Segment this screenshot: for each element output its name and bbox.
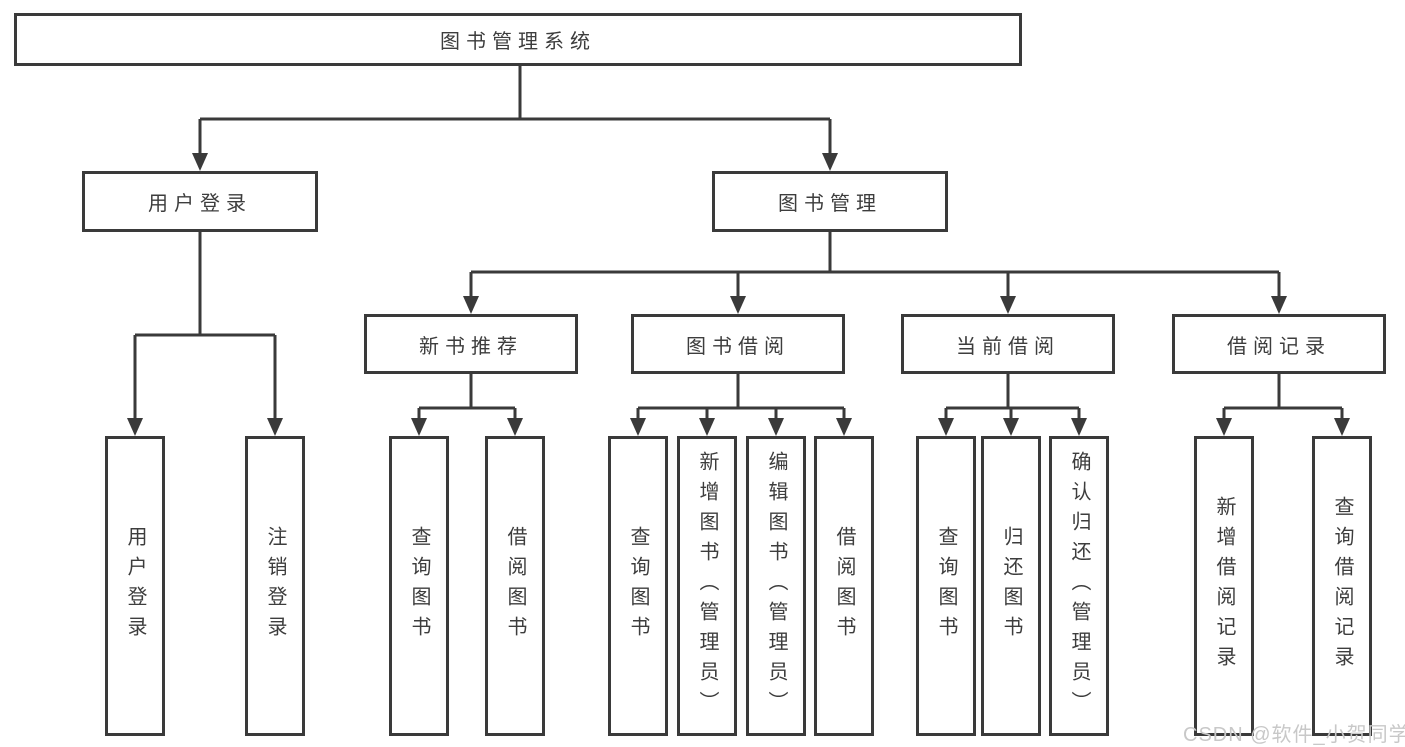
- csdn-watermark: CSDN @软件_小贺同学: [1183, 724, 1405, 746]
- arrow-down-icon: [699, 418, 715, 436]
- arrow-down-icon: [730, 296, 746, 314]
- connector-root-to-level1: [192, 66, 838, 171]
- leaf-query-books-borrowing-label: 查询图书: [627, 526, 649, 646]
- leaf-edit-book-admin: 编辑图书（管理员）: [746, 436, 806, 736]
- leaf-query-books-current: 查询图书: [916, 436, 976, 736]
- arrow-down-icon: [127, 418, 143, 436]
- leaf-user-login: 用户登录: [105, 436, 165, 736]
- leaf-borrow-books-borrowing: 借阅图书: [814, 436, 874, 736]
- arrow-down-icon: [1071, 418, 1087, 436]
- arrow-down-icon: [938, 418, 954, 436]
- connector-borrowing-to-leaves: [630, 374, 852, 436]
- arrow-down-icon: [1000, 296, 1016, 314]
- leaf-logout: 注销登录: [245, 436, 305, 736]
- leaf-add-borrow-record: 新增借阅记录: [1194, 436, 1254, 736]
- leaf-query-books-recommend-label: 查询图书: [408, 526, 430, 646]
- connector-records-to-leaves: [1216, 374, 1350, 436]
- arrow-down-icon: [267, 418, 283, 436]
- arrow-down-icon: [630, 418, 646, 436]
- leaf-confirm-return-admin: 确认归还（管理员）: [1049, 436, 1109, 736]
- leaf-confirm-return-admin-label: 确认归还（管理员）: [1068, 451, 1090, 721]
- leaf-query-books-borrowing: 查询图书: [608, 436, 668, 736]
- node-current-borrowing: 当前借阅: [901, 314, 1115, 374]
- leaf-query-borrow-record: 查询借阅记录: [1312, 436, 1372, 736]
- arrow-down-icon: [1271, 296, 1287, 314]
- leaf-edit-book-admin-label: 编辑图书（管理员）: [765, 451, 787, 721]
- arrow-down-icon: [1003, 418, 1019, 436]
- node-new-book-recommendation: 新书推荐: [364, 314, 578, 374]
- node-borrowing-records: 借阅记录: [1172, 314, 1386, 374]
- arrow-down-icon: [463, 296, 479, 314]
- arrow-down-icon: [836, 418, 852, 436]
- leaf-borrow-books-borrowing-label: 借阅图书: [833, 526, 855, 646]
- leaf-return-book: 归还图书: [981, 436, 1041, 736]
- leaf-user-login-label: 用户登录: [124, 526, 146, 646]
- leaf-borrow-books-recommend-label: 借阅图书: [504, 526, 526, 646]
- connector-user-login-to-leaves: [127, 232, 283, 436]
- leaf-query-borrow-record-label: 查询借阅记录: [1331, 496, 1353, 676]
- connector-recommend-to-leaves: [411, 374, 523, 436]
- node-user-login: 用户登录: [82, 171, 318, 232]
- arrow-down-icon: [1334, 418, 1350, 436]
- arrow-down-icon: [192, 153, 208, 171]
- arrow-down-icon: [768, 418, 784, 436]
- node-book-borrowing: 图书借阅: [631, 314, 845, 374]
- leaf-borrow-books-recommend: 借阅图书: [485, 436, 545, 736]
- connector-current-to-leaves: [938, 374, 1087, 436]
- node-book-management: 图书管理: [712, 171, 948, 232]
- leaf-return-book-label: 归还图书: [1000, 526, 1022, 646]
- leaf-query-books-current-label: 查询图书: [935, 526, 957, 646]
- arrow-down-icon: [1216, 418, 1232, 436]
- arrow-down-icon: [507, 418, 523, 436]
- connector-book-mgmt-to-level2: [463, 232, 1287, 314]
- leaf-add-book-admin-label: 新增图书（管理员）: [696, 451, 718, 721]
- arrow-down-icon: [822, 153, 838, 171]
- arrow-down-icon: [411, 418, 427, 436]
- leaf-query-books-recommend: 查询图书: [389, 436, 449, 736]
- leaf-logout-label: 注销登录: [264, 526, 286, 646]
- leaf-add-borrow-record-label: 新增借阅记录: [1213, 496, 1235, 676]
- node-root-system: 图书管理系统: [14, 13, 1022, 66]
- leaf-add-book-admin: 新增图书（管理员）: [677, 436, 737, 736]
